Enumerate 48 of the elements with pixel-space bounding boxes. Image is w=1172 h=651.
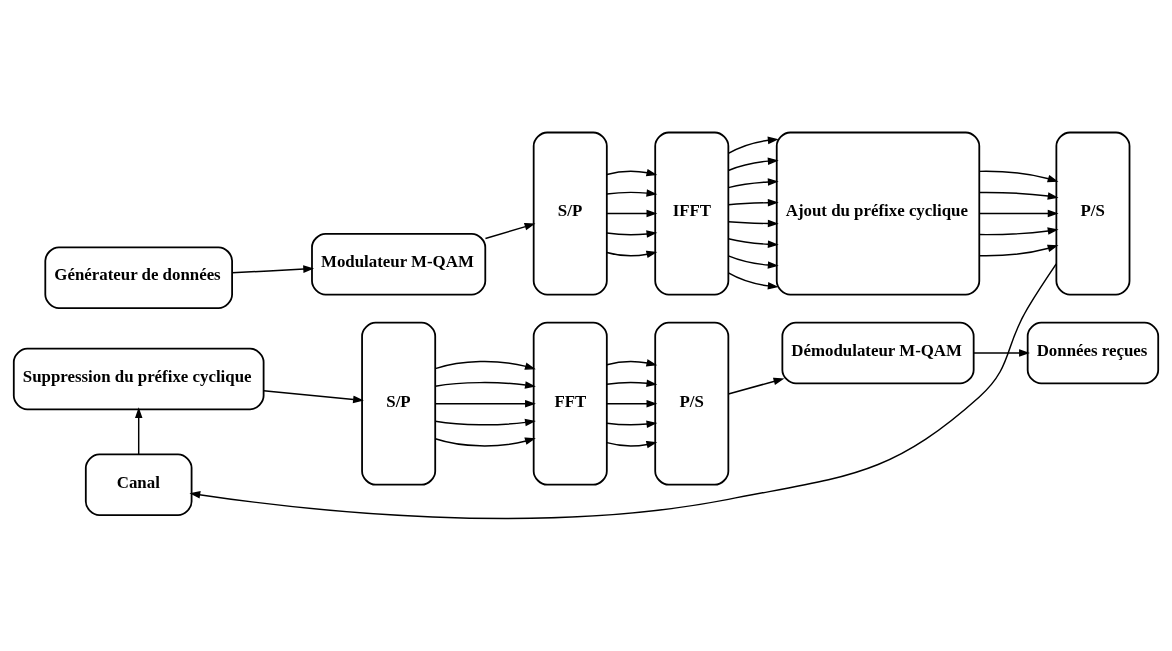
arrow — [263, 390, 364, 404]
node-box: Démodulateur M-QAM — [781, 321, 975, 385]
arrow — [606, 420, 658, 428]
arrow — [978, 227, 1059, 236]
arrow — [727, 255, 779, 269]
arrow — [434, 381, 536, 389]
node-box: FFT — [532, 321, 608, 486]
arrow — [606, 209, 658, 218]
arrow — [727, 272, 779, 290]
arrow — [434, 360, 536, 370]
node-box: Générateur de données — [44, 246, 233, 309]
arrow — [606, 230, 658, 238]
node-box: Modulateur M-QAM — [311, 232, 487, 296]
arrow — [606, 359, 658, 367]
arrow — [727, 219, 779, 228]
arrow — [434, 418, 536, 427]
arrow — [189, 263, 1057, 520]
arrow — [727, 136, 779, 155]
arrow — [484, 223, 536, 240]
node-box: Canal — [84, 453, 193, 516]
arrow — [978, 209, 1059, 218]
node-box: IFFT — [654, 131, 730, 296]
arrow — [606, 168, 658, 177]
arrow — [231, 265, 315, 274]
arrow — [727, 377, 785, 395]
arrow — [434, 437, 536, 447]
node-box: Suppression du préfixe cyclique — [12, 347, 265, 411]
arrow — [606, 440, 658, 449]
node-box: P/S — [1055, 131, 1131, 296]
arrow — [727, 157, 779, 172]
arrow — [606, 379, 658, 387]
arrow — [973, 349, 1030, 357]
arrow — [134, 407, 143, 455]
arrow — [978, 244, 1059, 257]
node-box: S/P — [361, 321, 437, 486]
arrow — [727, 238, 779, 249]
arrow — [434, 399, 536, 408]
node-box: Ajout du préfixe cyclique — [775, 131, 981, 296]
node-box: S/P — [532, 131, 608, 296]
arrow — [606, 189, 658, 197]
arrow — [978, 191, 1059, 200]
node-box: Données reçues — [1026, 321, 1160, 385]
arrow — [978, 170, 1059, 183]
arrow — [606, 250, 658, 259]
arrow — [606, 399, 658, 408]
arrow — [727, 178, 779, 189]
arrow — [727, 198, 779, 207]
node-box: P/S — [654, 321, 730, 486]
